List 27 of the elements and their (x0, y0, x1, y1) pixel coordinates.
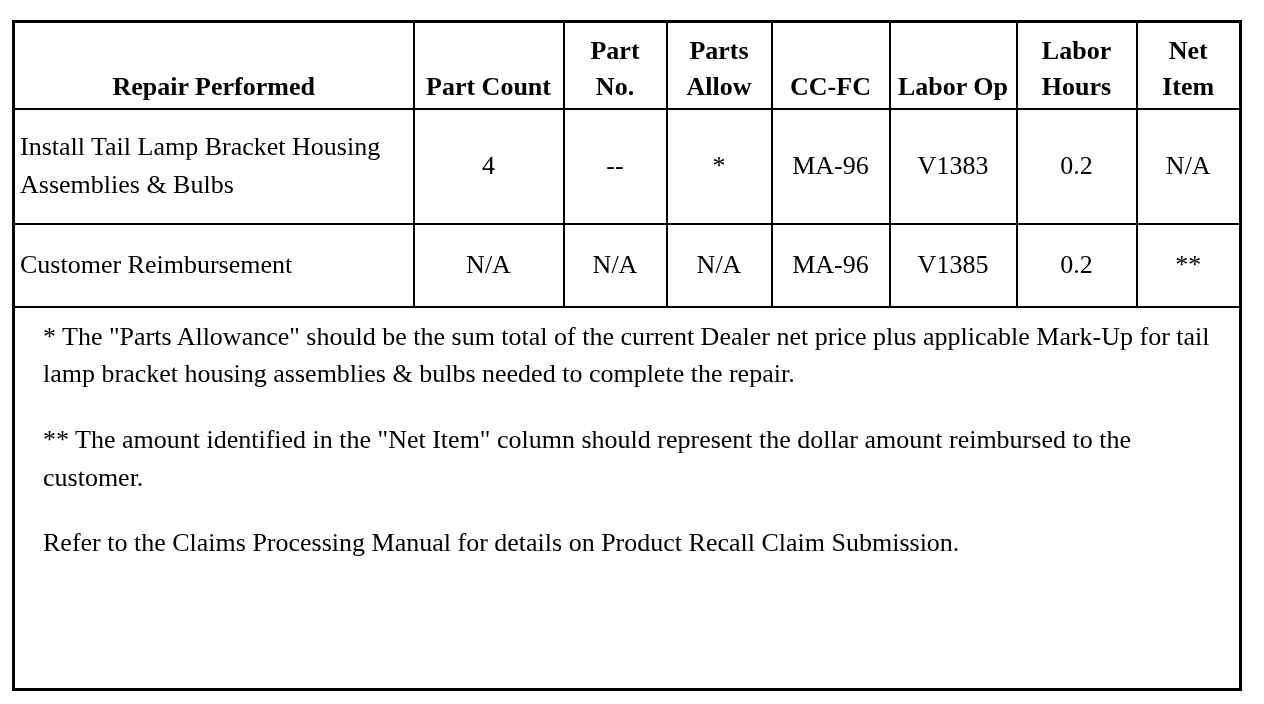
cell-value: * (712, 151, 726, 181)
repair-description: Customer Reimbursement (20, 250, 293, 280)
column-header: CC-FC (790, 72, 871, 102)
cell-value: V1383 (917, 151, 989, 181)
column-header: Part No. (590, 35, 640, 102)
cell-value: 4 (482, 151, 495, 181)
cell-value: N/A (592, 250, 638, 280)
cell-value: -- (606, 151, 624, 181)
footnote: * The "Parts Allowance" should be the sum total of the current Dealer net price plus applicable Mark-Up for tail lamp bracket housing assemblies & bulbs needed to complete the repair. (43, 320, 1211, 391)
cell-value: N/A (466, 250, 511, 280)
column-header: Part Count (426, 72, 551, 102)
cell-value: 0.2 (1060, 250, 1093, 280)
repair-description: Install Tail Lamp Bracket Housing Assemblies & Bulbs (20, 132, 381, 199)
footnote: Refer to the Claims Processing Manual for details on Product Recall Claim Submission. (43, 527, 961, 560)
cell-value: MA-96 (792, 151, 869, 181)
cell-value: MA-96 (792, 250, 869, 280)
cell-value: N/A (696, 250, 742, 280)
cell-value: N/A (1165, 151, 1211, 181)
column-header: Net Item (1162, 35, 1215, 102)
column-header: Labor Hours (1041, 35, 1112, 102)
cell-value: ** (1175, 250, 1202, 280)
column-header: Parts Allow (686, 35, 752, 102)
column-header: Labor Op (897, 72, 1009, 102)
column-header: Repair Performed (112, 72, 315, 102)
footnote: ** The amount identified in the "Net Item" column should represent the dollar amount reimbursed to the customer. (43, 423, 1132, 494)
cell-value: 0.2 (1060, 151, 1093, 181)
cell-value: V1385 (917, 250, 989, 280)
